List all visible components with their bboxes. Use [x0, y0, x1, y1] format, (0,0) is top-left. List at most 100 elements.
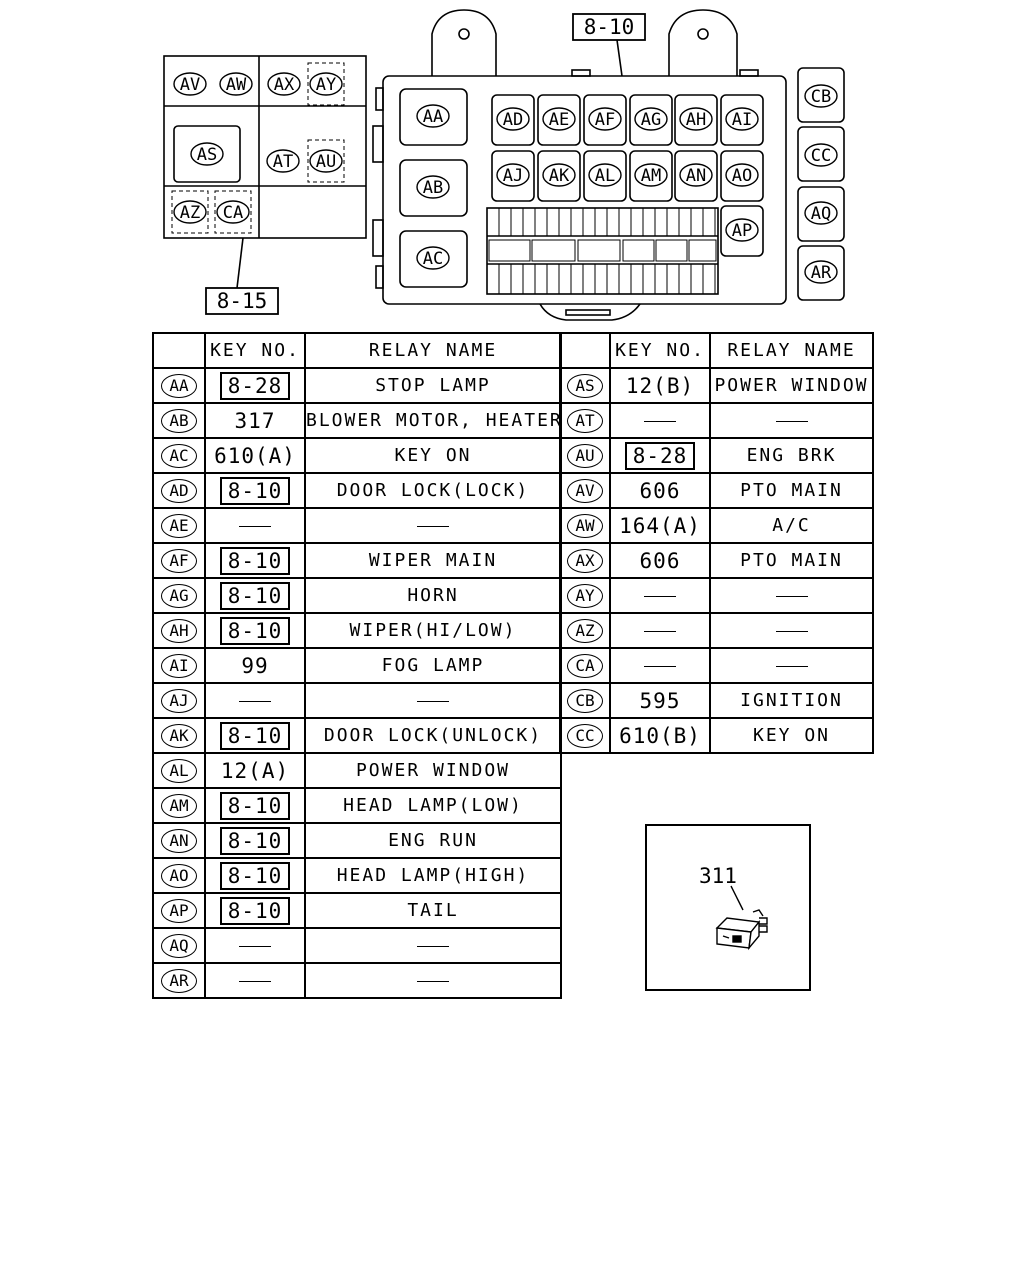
relay-name-cell: WIPER(HI/LOW)	[304, 612, 562, 649]
key-no-cell	[609, 402, 711, 439]
empty-dash	[644, 630, 676, 632]
relay-name-cell: ENG BRK	[709, 437, 874, 474]
part-number: 311	[699, 864, 737, 888]
position-cell: CB	[559, 682, 611, 719]
empty-dash	[417, 525, 449, 527]
position-label-ad: AD	[496, 107, 530, 131]
key-no: 606	[639, 478, 681, 503]
key-no: 595	[639, 688, 681, 713]
svg-text:AU: AU	[316, 152, 336, 172]
key-no: 610(B)	[619, 723, 701, 748]
relay-name-cell: STOP LAMP	[304, 367, 562, 404]
relay-name: PTO MAIN	[740, 480, 843, 501]
table-header-row: KEY NO. RELAY NAME	[559, 332, 874, 369]
position-label-ah: AH	[679, 107, 713, 131]
position-code: AP	[161, 898, 197, 923]
position-cell: AG	[152, 577, 206, 614]
empty-dash	[775, 665, 808, 667]
table-row: CA	[559, 647, 874, 684]
relay-name-cell	[709, 612, 874, 649]
key-no: 164(A)	[619, 513, 701, 538]
position-label-ak: AK	[542, 163, 576, 187]
key-no-cell: 8-10	[204, 577, 306, 614]
svg-text:AO: AO	[732, 166, 752, 186]
header-relay-name: RELAY NAME	[304, 332, 562, 369]
position-cell: AX	[559, 542, 611, 579]
relay-name: STOP LAMP	[375, 375, 491, 396]
relay-name: IGNITION	[740, 690, 843, 711]
empty-dash	[417, 700, 449, 702]
relay-name-cell: PTO MAIN	[709, 542, 874, 579]
relay-name: ENG BRK	[746, 445, 837, 466]
position-code: AV	[567, 478, 603, 503]
position-label-aj: AJ	[496, 163, 530, 187]
key-no-cell: 12(B)	[609, 367, 711, 404]
relay-name: KEY ON	[394, 445, 472, 466]
position-label-at: AT	[266, 149, 300, 173]
svg-text:AV: AV	[180, 75, 200, 95]
position-code: AG	[161, 583, 197, 608]
key-no-cell: 8-28	[609, 437, 711, 474]
svg-text:AG: AG	[641, 110, 661, 130]
position-code: AY	[567, 583, 603, 608]
key-no: 12(A)	[220, 758, 290, 783]
position-label-cb: CB	[804, 84, 838, 108]
position-code: AC	[161, 443, 197, 468]
position-label-am: AM	[634, 163, 668, 187]
relay-name-cell	[304, 507, 562, 544]
relay-name-cell	[304, 682, 562, 719]
key-no-cell: 99	[204, 647, 306, 684]
position-code: AJ	[161, 688, 197, 713]
position-cell: AD	[152, 472, 206, 509]
position-cell: AT	[559, 402, 611, 439]
position-label-ae: AE	[542, 107, 576, 131]
relay-name-cell	[304, 962, 562, 999]
key-no: 8-10	[219, 826, 291, 855]
table-row: AR	[152, 962, 562, 999]
relay-name-cell: DOOR LOCK(UNLOCK)	[304, 717, 562, 754]
relay-name-cell: PTO MAIN	[709, 472, 874, 509]
position-label-al: AL	[588, 163, 622, 187]
key-no-cell	[204, 927, 306, 964]
empty-dash	[417, 980, 449, 982]
empty-dash	[239, 945, 271, 947]
key-no: 8-10	[219, 581, 291, 610]
empty-dash	[775, 420, 808, 422]
position-label-ap: AP	[725, 218, 759, 242]
svg-text:AK: AK	[549, 166, 570, 186]
key-no-cell: 8-10	[204, 612, 306, 649]
relay-name: DOOR LOCK(LOCK)	[336, 480, 530, 501]
key-no: 8-10	[219, 861, 291, 890]
table-row: AJ	[152, 682, 562, 719]
key-no-cell: 8-10	[204, 787, 306, 824]
position-code: AI	[161, 653, 197, 678]
position-code: AM	[161, 793, 197, 818]
relay-name-cell: HORN	[304, 577, 562, 614]
table-header-row: KEY NO. RELAY NAME	[152, 332, 562, 369]
key-no-cell	[204, 962, 306, 999]
relay-name: A/C	[772, 515, 811, 536]
relay-name-cell: HEAD LAMP(LOW)	[304, 787, 562, 824]
header-key-no: KEY NO.	[204, 332, 306, 369]
key-no-cell: 8-10	[204, 857, 306, 894]
position-label-ag: AG	[634, 107, 668, 131]
svg-text:AJ: AJ	[503, 166, 523, 186]
position-label-af: AF	[588, 107, 622, 131]
table-row: AE	[152, 507, 562, 544]
table-row: AY	[559, 577, 874, 614]
key-no-cell: 595	[609, 682, 711, 719]
header-position	[152, 332, 206, 369]
position-label-ar: AR	[804, 260, 838, 284]
position-code: AD	[161, 478, 197, 503]
key-no-cell	[609, 647, 711, 684]
key-no: 8-10	[219, 616, 291, 645]
